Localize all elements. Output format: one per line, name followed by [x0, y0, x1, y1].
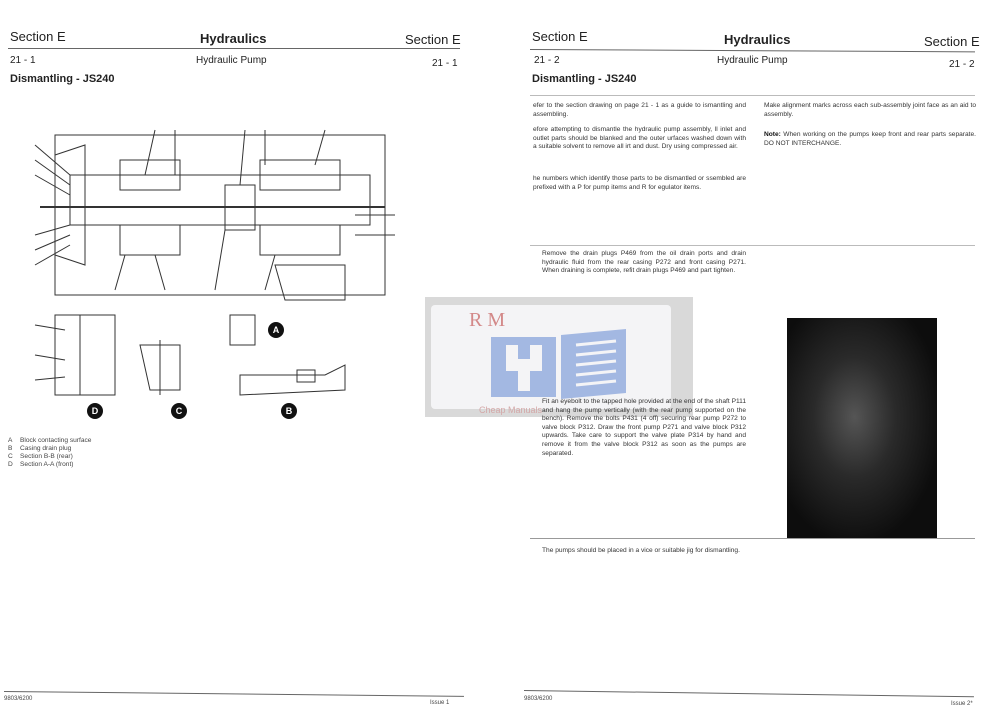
- step-vice: The pumps should be placed in a vice or …: [542, 547, 740, 554]
- legend-item: D Section A-A (front): [8, 461, 91, 469]
- callout-b: B: [281, 403, 297, 419]
- divider: [530, 245, 975, 246]
- legend-text: Section B-B (rear): [20, 453, 73, 460]
- watermark-text: R M: [469, 309, 506, 331]
- watermark-caption: Cheap Manuals: [479, 405, 543, 415]
- legend-text: Section A-A (front): [20, 461, 74, 468]
- page-subtitle: Hydraulic Pump: [196, 55, 267, 66]
- legend-item: B Casing drain plug: [8, 445, 91, 453]
- page-number-right: 21 - 2: [949, 59, 975, 70]
- legend-key: A: [8, 437, 13, 444]
- callout-a: A: [268, 322, 284, 338]
- legend-text: Casing drain plug: [20, 445, 72, 452]
- intro-paragraph-2: efore attempting to dismantle the hydrau…: [533, 126, 746, 151]
- legend-text: Block contacting surface: [20, 437, 92, 444]
- section-label-left: Section E: [532, 29, 588, 44]
- note-label: Note:: [764, 131, 781, 138]
- pump-photo: [787, 318, 937, 538]
- section-label-left: Section E: [10, 29, 66, 44]
- step-drain: Remove the drain plugs P469 from the oil…: [542, 250, 746, 275]
- section-label-right: Section E: [405, 32, 461, 47]
- divider: [530, 538, 975, 539]
- page-number-left: 21 - 1: [10, 55, 36, 66]
- intro-paragraph-3: he numbers which identify those parts to…: [533, 175, 746, 191]
- footer-code: 9803/6200: [4, 696, 33, 702]
- legend-key: B: [8, 445, 13, 452]
- page-number-left: 21 - 2: [534, 55, 560, 66]
- section-label-right: Section E: [924, 34, 980, 49]
- alignment-paragraph: Make alignment marks across each sub-ass…: [764, 102, 976, 118]
- header-rule: [529, 49, 975, 53]
- page-subtitle: Hydraulic Pump: [717, 55, 788, 66]
- callout-c: C: [171, 403, 187, 419]
- footer-issue: Issue 2*: [951, 701, 973, 707]
- heading-rule: [530, 95, 975, 96]
- header-title: Hydraulics: [200, 31, 267, 46]
- header-title: Hydraulics: [724, 32, 791, 47]
- watermark-logo: R M Cheap Manuals: [431, 305, 671, 415]
- page-heading: Dismantling - JS240: [532, 73, 637, 85]
- page-number-right: 21 - 1: [432, 58, 458, 69]
- footer-rule: [523, 690, 974, 698]
- diagram-legend: A Block contacting surface B Casing drain …: [8, 437, 91, 469]
- legend-key: D: [8, 461, 13, 468]
- step-eyebolt: Fit an eyebolt to the tapped hole provid…: [542, 398, 746, 457]
- page-heading: Dismantling - JS240: [10, 73, 115, 85]
- header-rule: [8, 48, 460, 49]
- pump-section-drawing: [34, 129, 395, 396]
- note-text: When working on the pumps keep front and…: [764, 131, 976, 147]
- intro-paragraph-1: efer to the section drawing on page 21 -…: [533, 102, 746, 118]
- watermark: R M Cheap Manuals: [425, 297, 693, 417]
- callout-d: D: [87, 403, 103, 419]
- footer-issue: Issue 1: [430, 700, 450, 706]
- note-paragraph: Note: When working on the pumps keep fro…: [764, 131, 976, 148]
- legend-item: C Section B-B (rear): [8, 453, 91, 461]
- legend-key: C: [8, 453, 13, 460]
- footer-code: 9803/6200: [524, 696, 553, 702]
- wrench-book-icon: [491, 329, 626, 399]
- footer-rule: [3, 691, 464, 697]
- legend-item: A Block contacting surface: [8, 437, 91, 445]
